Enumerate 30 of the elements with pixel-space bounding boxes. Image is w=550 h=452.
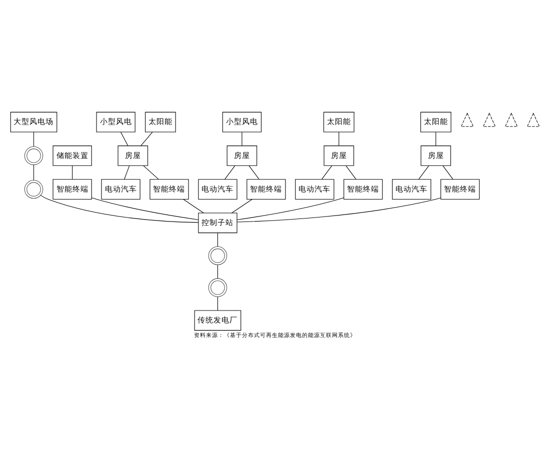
connector — [236, 197, 441, 222]
connector — [143, 164, 159, 180]
connector — [418, 164, 430, 180]
node-circle — [208, 246, 228, 265]
connector — [346, 164, 356, 180]
connector — [120, 131, 128, 146]
connector — [217, 264, 218, 278]
connector — [248, 164, 260, 180]
connector — [140, 131, 153, 146]
connector — [217, 296, 218, 310]
node-tower — [504, 112, 518, 126]
connector — [217, 232, 218, 246]
connector — [124, 164, 130, 180]
connector — [33, 164, 34, 180]
node-circle — [24, 179, 44, 198]
node-circle — [24, 146, 44, 165]
node-tower — [526, 112, 540, 126]
connector — [338, 131, 340, 146]
connector — [442, 164, 454, 180]
connector — [236, 196, 344, 220]
node-tower — [482, 112, 496, 126]
connector — [182, 198, 204, 213]
connector — [321, 164, 332, 180]
connector — [92, 196, 199, 220]
connector — [231, 198, 252, 213]
connector — [33, 131, 34, 146]
connector — [224, 164, 236, 180]
connector — [40, 194, 198, 222]
node-tower — [460, 112, 474, 126]
connector — [72, 164, 73, 180]
